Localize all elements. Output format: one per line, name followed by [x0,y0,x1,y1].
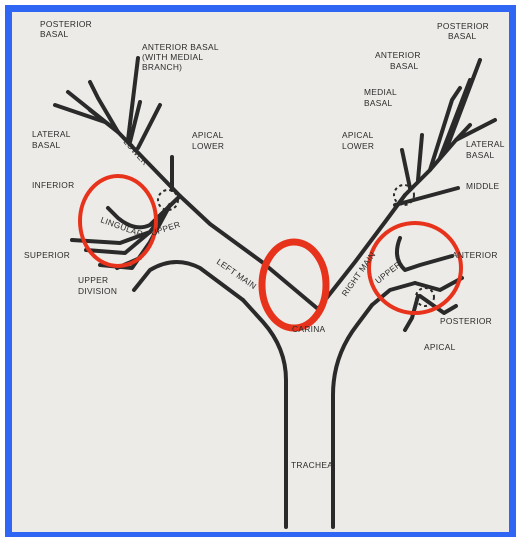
label-right-anterior: ANTERIOR [452,250,498,260]
label-left-superior: SUPERIOR [24,250,70,260]
right-labels: POSTERIOR BASAL ANTERIOR BASAL MEDIAL BA… [339,21,504,352]
label-left-anterior-basal-3: BRANCH) [142,62,182,72]
label-left-anterior-basal-1: ANTERIOR BASAL [142,42,219,52]
label-left-apical-lower-2: LOWER [192,141,224,151]
label-right-apical-lower-1: APICAL [342,130,374,140]
trachea [243,300,372,527]
label-right-upper: UPPER [373,259,403,286]
label-left-lingular: LINGULAR [99,214,144,239]
label-right-apical-lower-2: LOWER [342,141,374,151]
label-right-medial-basal-1: MEDIAL [364,87,397,97]
right-main-bronchus [318,195,415,309]
label-left-lateral-basal-2: BASAL [32,140,61,150]
label-left-anterior-basal-2: (WITH MEDIAL [142,52,203,62]
label-left-lower: LOWER [122,137,151,168]
label-right-lateral-basal-1: LATERAL [466,139,505,149]
label-carina: CARINA [292,324,326,334]
label-left-posterior-basal-2: BASAL [40,29,69,39]
label-right-middle: MIDDLE [466,181,500,191]
label-trachea: TRACHEA [291,460,333,470]
center-labels: CARINA TRACHEA [291,324,333,470]
label-left-posterior-basal-1: POSTERIOR [40,19,92,29]
label-right-anterior-basal-2: BASAL [390,61,419,71]
label-left-lateral-basal-1: LATERAL [32,129,71,139]
label-left-apical-lower-1: APICAL [192,130,224,140]
label-left-upper-division-1: UPPER [78,275,108,285]
label-right-apical: APICAL [424,342,456,352]
label-left-upper-division-2: DIVISION [78,286,117,296]
label-right-posterior-basal-2: BASAL [448,31,477,41]
carina-highlight [262,242,326,328]
label-left-inferior: INFERIOR [32,180,74,190]
label-right-lateral-basal-2: BASAL [466,150,495,160]
label-right-medial-basal-2: BASAL [364,98,393,108]
label-right-posterior-basal-1: POSTERIOR [437,21,489,31]
label-right-posterior: POSTERIOR [440,316,492,326]
label-right-anterior-basal-1: ANTERIOR [375,50,421,60]
